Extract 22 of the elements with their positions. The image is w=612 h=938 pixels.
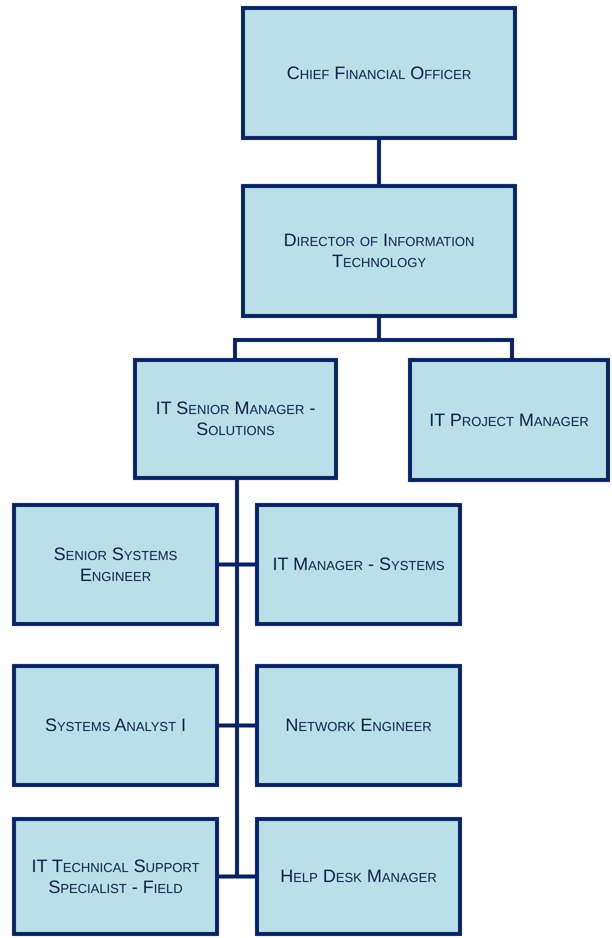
position-box bbox=[255, 817, 462, 936]
position-box bbox=[255, 664, 462, 787]
position-title: IT Project Manager bbox=[429, 410, 589, 430]
position-title: Senior Systems Engineer bbox=[52, 544, 178, 586]
position-title: IT Manager - Systems bbox=[272, 554, 445, 575]
position-title: IT Senior Manager - Solutions bbox=[154, 398, 316, 440]
position-title: Director of Information Technology bbox=[282, 230, 476, 272]
position-box bbox=[12, 664, 219, 787]
position-title: Chief Financial Officer bbox=[286, 62, 472, 84]
position-box bbox=[133, 358, 338, 480]
position-title: IT Technical Support Specialist - Field bbox=[30, 856, 201, 898]
position-box bbox=[12, 503, 219, 626]
position-box bbox=[255, 503, 462, 626]
position-title: Systems Analyst I bbox=[44, 715, 186, 736]
position-title: Network Engineer bbox=[285, 715, 432, 736]
position-box bbox=[241, 184, 517, 318]
position-title: Help Desk Manager bbox=[280, 866, 437, 887]
position-box bbox=[408, 358, 610, 482]
connector-line bbox=[377, 140, 381, 184]
position-box bbox=[241, 6, 517, 140]
position-box bbox=[12, 817, 219, 936]
connector-line bbox=[235, 480, 255, 878]
